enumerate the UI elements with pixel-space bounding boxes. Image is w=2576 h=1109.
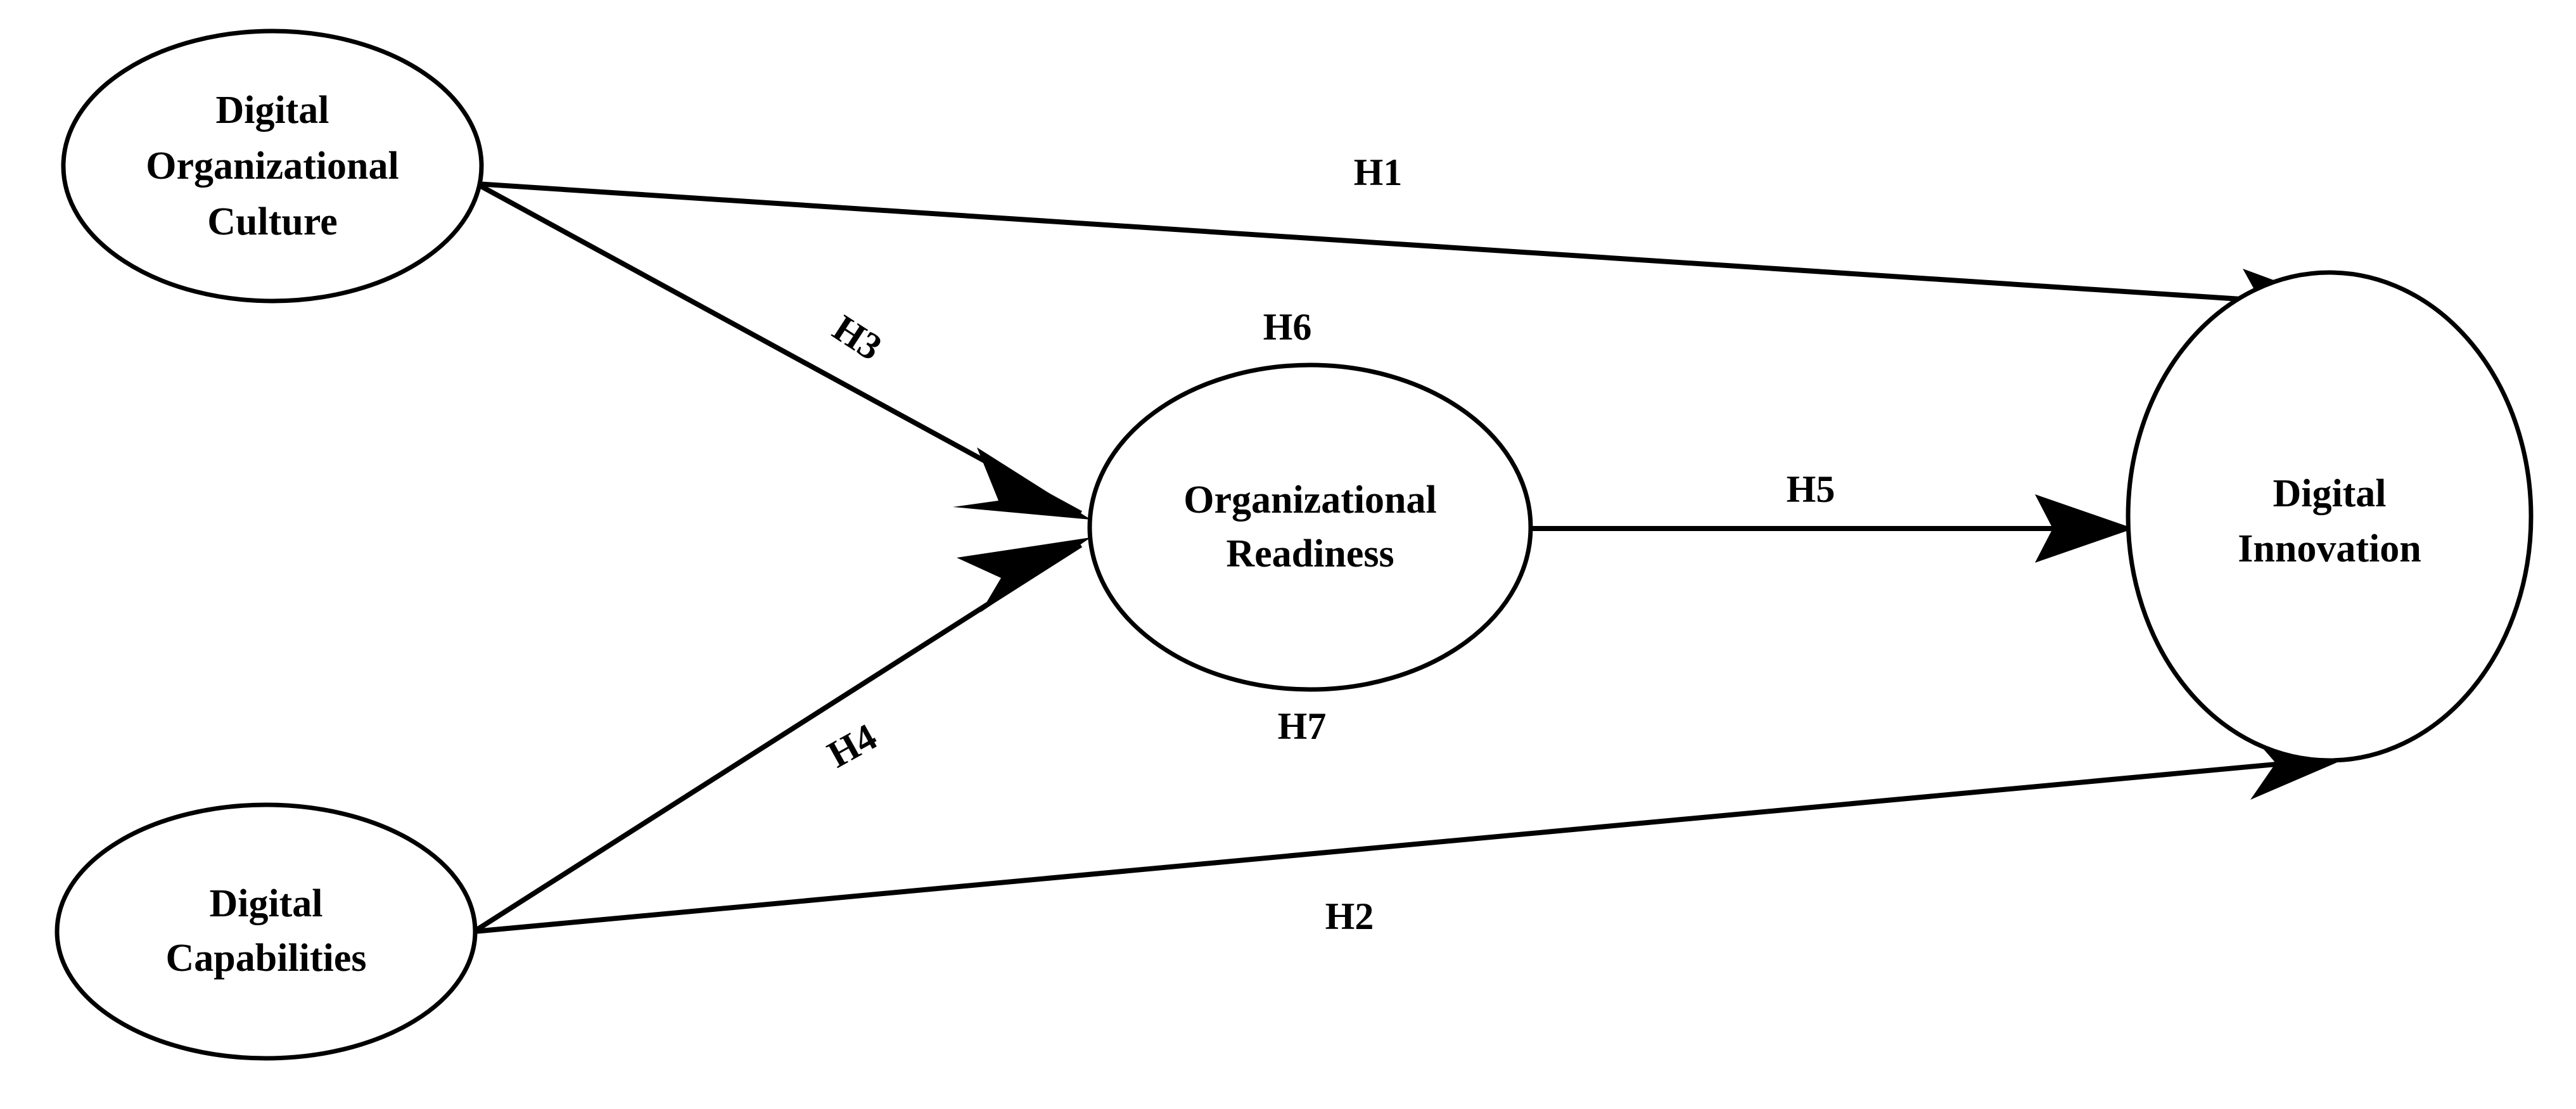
node-organizational-readiness-line-2: Readiness [1226, 532, 1394, 575]
node-digital-organizational-culture-line-3: Culture [207, 200, 338, 243]
edge-h3 [475, 181, 1091, 520]
node-organizational-readiness-shape [1087, 362, 1533, 692]
node-digital-organizational-culture[interactable]: Digital Organizational Culture [61, 29, 484, 304]
node-organizational-readiness[interactable]: Organizational Readiness [1087, 362, 1533, 692]
edge-h2 [473, 728, 2350, 934]
hypothesis-label-h6: H6 [1263, 306, 1312, 348]
edge-h1 [476, 181, 2344, 342]
node-digital-capabilities-shape [54, 802, 478, 1061]
edge-h3-line [475, 181, 1082, 516]
edge-h4 [472, 537, 1091, 934]
hypothesis-label-h1: H1 [1354, 151, 1403, 193]
node-digital-capabilities-line-2: Capabilities [166, 937, 367, 980]
node-digital-organizational-culture-line-2: Organizational [146, 144, 399, 188]
node-digital-innovation-line-2: Innovation [2238, 527, 2421, 570]
hypothesis-label-h7: H7 [1278, 705, 1327, 747]
node-digital-organizational-culture-line-1: Digital [215, 89, 329, 132]
edge-h3-arrowhead [953, 447, 1091, 520]
node-organizational-readiness-line-1: Organizational [1183, 478, 1437, 522]
node-digital-organizational-culture-shape [61, 29, 484, 304]
hypothesis-label-h2: H2 [1325, 895, 1374, 937]
edge-h1-line [476, 181, 2338, 308]
edge-h4-arrowhead [957, 537, 1091, 612]
hypothesis-label-h3: H3 [826, 307, 889, 368]
edge-h2-line [473, 755, 2345, 934]
node-digital-innovation-line-1: Digital [2273, 472, 2386, 515]
node-digital-innovation[interactable]: Digital Innovation [2126, 270, 2534, 763]
edge-h5-arrowhead [2035, 494, 2134, 563]
edge-h4-line [472, 542, 1083, 934]
hypothesis-label-h5: H5 [1787, 468, 1835, 510]
edge-h5 [1528, 494, 2134, 563]
node-digital-capabilities-line-1: Digital [209, 882, 322, 925]
node-digital-innovation-shape [2126, 270, 2534, 763]
node-digital-capabilities[interactable]: Digital Capabilities [54, 802, 478, 1061]
hypothesis-label-h4: H4 [820, 715, 883, 776]
